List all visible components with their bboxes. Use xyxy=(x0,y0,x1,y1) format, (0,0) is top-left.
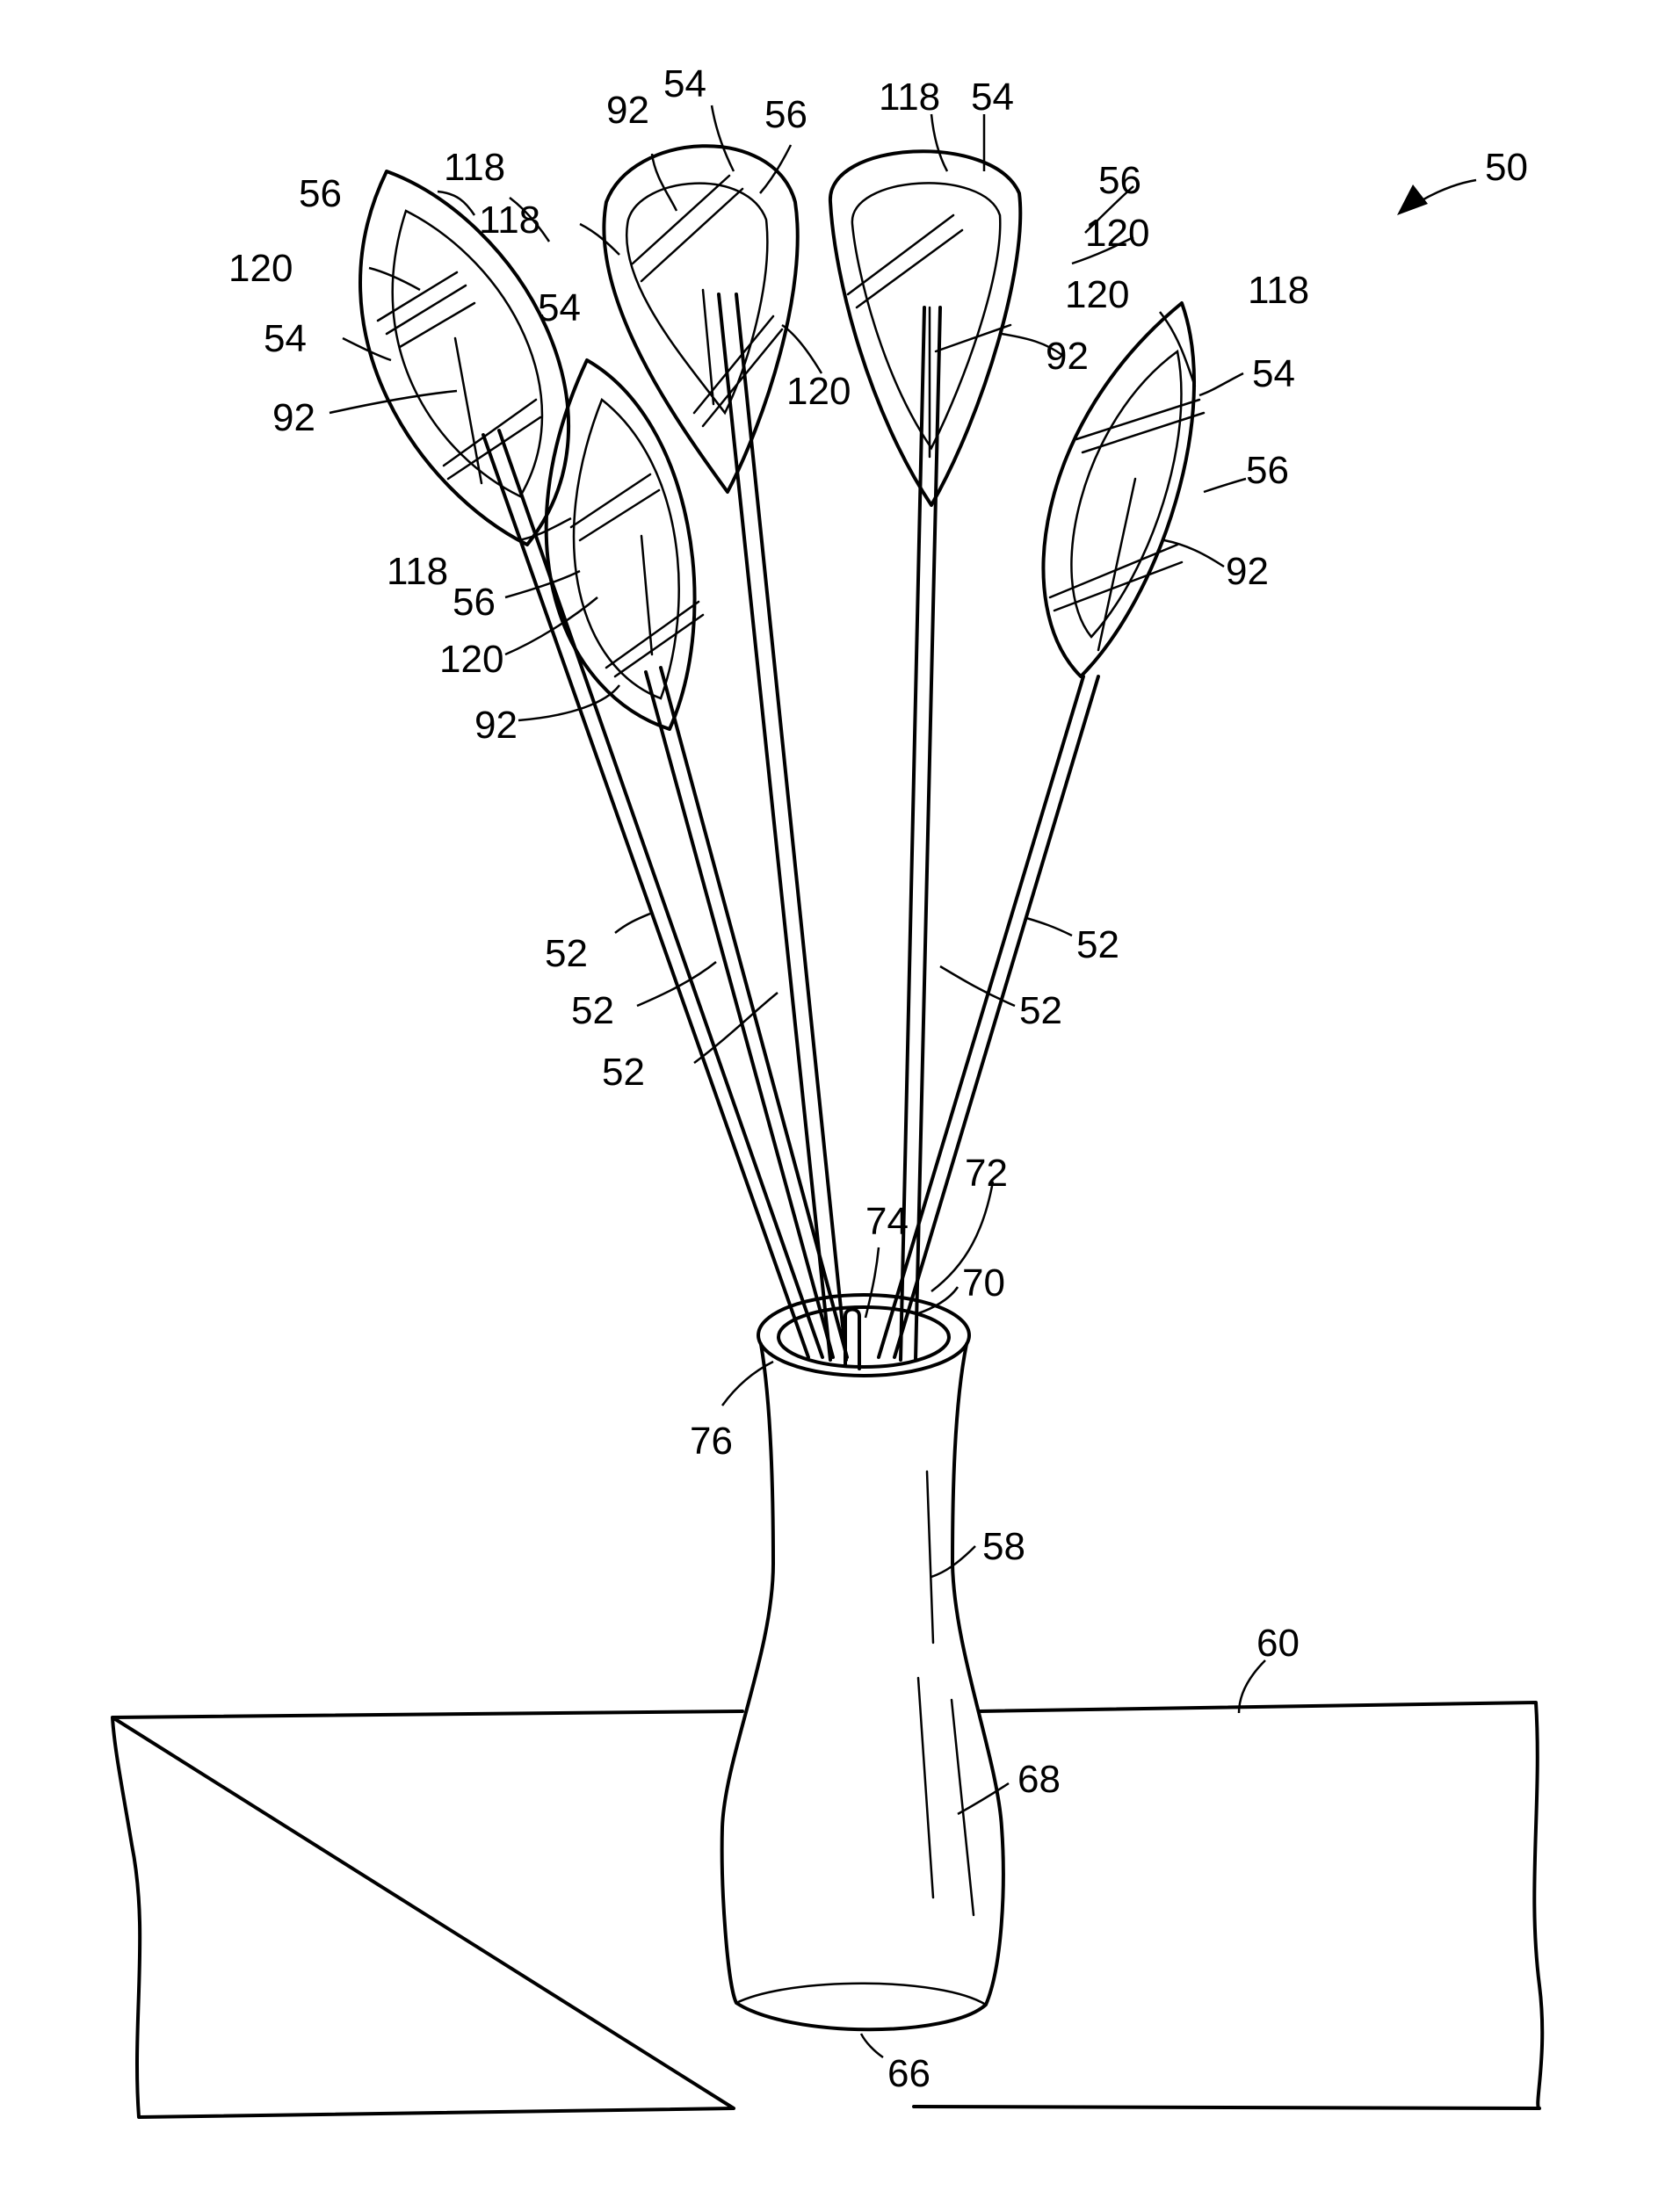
reference-numerals: 50 118 56 118 120 54 92 54 118 56 120 92… xyxy=(228,62,1528,2095)
label-54-a: 54 xyxy=(264,317,307,360)
label-118-d: 118 xyxy=(879,76,940,119)
vase-opening xyxy=(778,1307,949,1367)
arrow-50 xyxy=(1397,184,1428,215)
label-56-c: 56 xyxy=(764,93,807,136)
label-52-a: 52 xyxy=(545,932,588,975)
label-66: 66 xyxy=(887,2052,931,2095)
label-54-b: 54 xyxy=(538,286,581,329)
label-70: 70 xyxy=(962,1261,1005,1305)
label-52-d: 52 xyxy=(1076,923,1119,966)
label-54-c: 54 xyxy=(663,62,706,105)
reeds xyxy=(483,294,1098,1360)
label-92-b: 92 xyxy=(474,704,518,747)
label-68: 68 xyxy=(1017,1758,1061,1801)
label-52-e: 52 xyxy=(1019,989,1062,1032)
label-120-c: 120 xyxy=(786,370,851,413)
label-54-e: 54 xyxy=(1252,352,1295,395)
label-54-d: 54 xyxy=(971,76,1014,119)
label-52-c: 52 xyxy=(602,1051,645,1094)
petal-center xyxy=(604,146,797,492)
label-56-b: 56 xyxy=(453,581,496,624)
label-56-a: 56 xyxy=(299,172,342,215)
label-56-e: 56 xyxy=(1246,449,1289,492)
label-60: 60 xyxy=(1256,1622,1300,1665)
label-56-d: 56 xyxy=(1098,159,1141,202)
label-118-e: 118 xyxy=(1248,269,1309,312)
label-120-a: 120 xyxy=(228,247,293,290)
label-74: 74 xyxy=(865,1200,909,1243)
label-118-a: 118 xyxy=(444,146,505,189)
label-72: 72 xyxy=(965,1152,1008,1195)
label-118-c: 118 xyxy=(387,550,448,593)
vase xyxy=(722,1295,1003,2029)
label-52-b: 52 xyxy=(571,989,614,1032)
label-92-c: 92 xyxy=(606,89,649,132)
label-120-b: 120 xyxy=(439,638,503,681)
label-120-e: 120 xyxy=(1065,273,1129,316)
label-92-e: 92 xyxy=(1226,550,1269,593)
label-76: 76 xyxy=(690,1420,733,1463)
label-92-d: 92 xyxy=(1046,335,1089,378)
label-120-d: 120 xyxy=(1085,212,1149,255)
label-58: 58 xyxy=(982,1525,1025,1568)
label-92-a: 92 xyxy=(272,396,315,439)
table-surface xyxy=(112,1702,1542,2117)
label-118-b: 118 xyxy=(479,199,540,242)
label-50: 50 xyxy=(1485,146,1528,189)
